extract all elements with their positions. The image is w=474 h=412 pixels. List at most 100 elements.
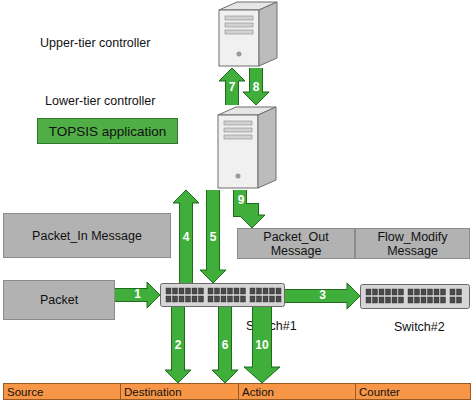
server-drawing — [215, 0, 280, 68]
arrow-head — [147, 282, 160, 308]
arrow-shaft-outline — [179, 203, 193, 283]
switch-port — [441, 289, 446, 295]
flow-arrow — [243, 68, 269, 105]
application-box: TOPSIS application — [37, 118, 178, 144]
callout-number: 3 — [319, 288, 326, 302]
switch-port — [228, 296, 233, 302]
arrow-shaft — [172, 307, 184, 372]
arrow-shaft-outline — [171, 307, 185, 370]
arrow-head — [165, 370, 191, 383]
message-box: Flow_Modify Message — [355, 228, 470, 259]
switch-port — [263, 288, 268, 294]
switch-port — [428, 289, 433, 295]
switch-port — [192, 288, 197, 294]
switch-port — [379, 289, 384, 295]
callout-number: 2 — [175, 338, 182, 352]
callout-number: 8 — [253, 80, 260, 94]
flow-arrow — [200, 190, 226, 283]
arrow-shaft-outline — [249, 68, 263, 92]
switch-body — [161, 284, 285, 307]
arrow-shaft-outline — [252, 307, 272, 367]
arrow-shaft-outline — [285, 289, 347, 303]
switch-port — [215, 296, 220, 302]
switch-port — [234, 296, 239, 302]
node-label: Destination — [124, 386, 182, 398]
arrow-shaft-outline — [218, 307, 232, 370]
switch-port — [166, 288, 171, 294]
switch-port — [408, 289, 413, 295]
server-icon: Lower-tier controller — [182, 105, 282, 190]
flow-arrow — [173, 190, 199, 283]
switch-port — [421, 289, 426, 295]
flow-arrow — [244, 307, 280, 383]
switch-port — [199, 296, 204, 302]
table-cell: Action — [238, 383, 356, 400]
arrow-shaft-outline — [240, 190, 252, 215]
switch-body — [361, 285, 470, 309]
node-label: Counter — [359, 386, 400, 398]
node-heading: Lower-tier controller — [45, 94, 155, 108]
network-switch: Switch#2 — [360, 284, 470, 309]
switch-drawing — [360, 284, 470, 309]
network-switch: Switch#1 — [160, 283, 285, 307]
switch-port — [373, 289, 378, 295]
switch-port — [221, 288, 226, 294]
table-cell: Destination — [120, 383, 239, 400]
node-heading: Upper-tier controller — [40, 36, 150, 50]
callout-number: 1 — [134, 287, 141, 301]
switch-port — [450, 297, 455, 303]
node-heading: Switch#1 — [246, 319, 297, 333]
switch-port — [250, 296, 255, 302]
switch-port — [228, 288, 233, 294]
callout-number: 5 — [210, 230, 217, 244]
switch-port — [179, 296, 184, 302]
drive-bay — [225, 23, 253, 27]
switch-port — [415, 289, 420, 295]
switch-port — [179, 288, 184, 294]
switch-port — [373, 297, 378, 303]
callout-number: 4 — [183, 230, 190, 244]
switch-port — [241, 296, 246, 302]
switch-drawing — [160, 283, 285, 307]
drive-bay — [224, 135, 252, 139]
server-icon: Upper-tier controller — [215, 0, 280, 68]
node-label: TOPSIS application — [49, 124, 167, 139]
arrow-shaft — [207, 190, 219, 272]
server-front — [218, 115, 258, 188]
switch-port — [215, 288, 220, 294]
arrow-head — [239, 215, 265, 228]
switch-port — [408, 297, 413, 303]
switch-port — [399, 289, 404, 295]
drive-bay — [224, 121, 252, 125]
arrow-head — [173, 190, 199, 203]
arrow-shaft — [226, 79, 238, 105]
server-drawing — [182, 105, 282, 190]
switch-port — [399, 297, 404, 303]
arrow-shaft — [115, 289, 149, 301]
switch-port — [276, 288, 281, 294]
switch-port — [386, 289, 391, 295]
switch-port — [241, 288, 246, 294]
arrow-shaft-outline — [206, 190, 220, 270]
switch-port — [173, 288, 178, 294]
switch-port — [392, 297, 397, 303]
switch-port — [166, 296, 171, 302]
node-label: Packet_In Message — [32, 229, 142, 243]
arrow-head — [243, 92, 269, 105]
power-button — [237, 52, 242, 57]
arrow-shaft — [180, 201, 192, 283]
switch-port — [173, 296, 178, 302]
arrow-head — [219, 68, 245, 81]
message-box: Packet_Out Message — [237, 228, 355, 259]
switch-port — [415, 297, 420, 303]
switch-port — [270, 288, 275, 294]
arrow-head — [244, 367, 280, 383]
switch-port — [428, 297, 433, 303]
flow-arrow — [285, 283, 360, 309]
arrow-head — [200, 270, 226, 283]
callout-number: 6 — [222, 338, 229, 352]
flow-arrow — [212, 307, 238, 383]
arrow-head — [347, 283, 360, 309]
switch-port — [434, 289, 439, 295]
